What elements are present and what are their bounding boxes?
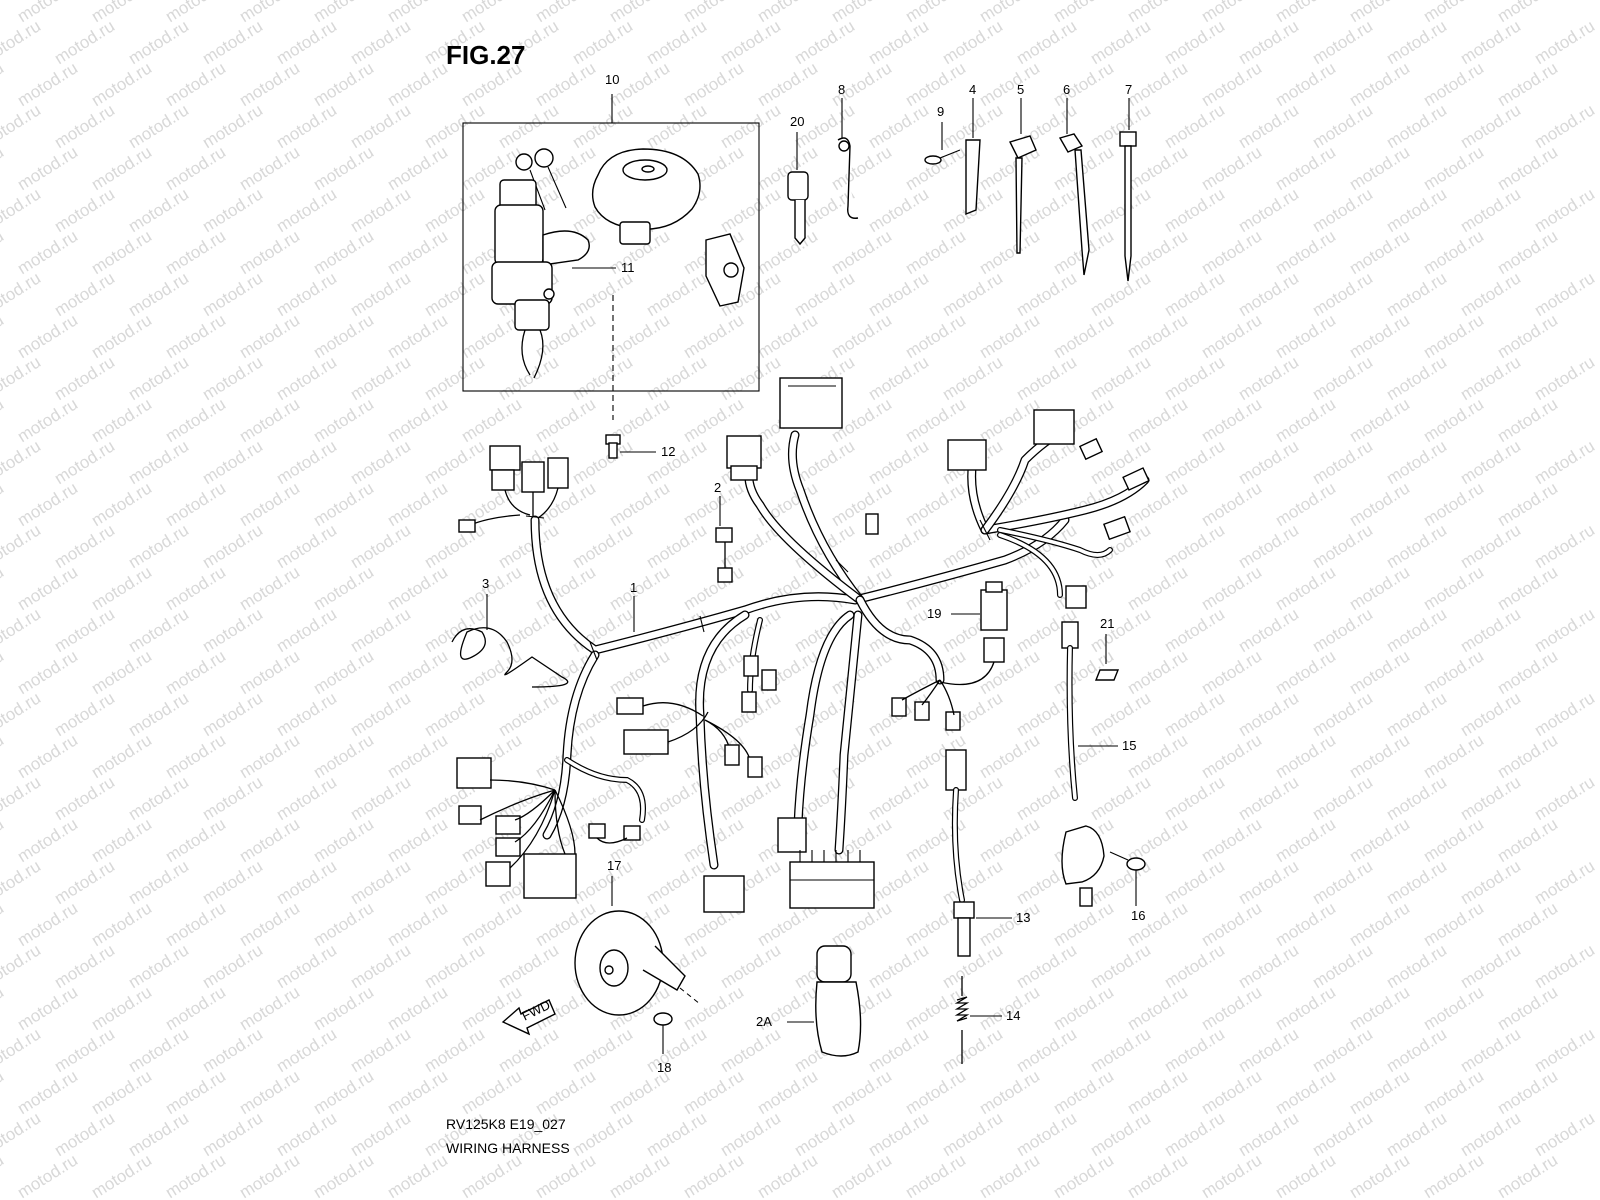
figure-model-code: RV125K8 E19_027 — [446, 1116, 566, 1132]
seat-lock — [705, 233, 745, 307]
callout-8: 8 — [838, 82, 845, 97]
part-3-wire: 3 — [451, 576, 569, 688]
wiring-harness-main: 1 — [525, 425, 1150, 870]
callout-17: 17 — [607, 858, 621, 873]
clamp-6 — [1058, 133, 1090, 276]
clamp-8 — [837, 137, 859, 219]
callout-11: 11 — [621, 260, 635, 275]
ignition-switch — [491, 179, 590, 379]
callout-16: 16 — [1131, 908, 1145, 923]
figure-title: FIG.27 — [446, 40, 526, 70]
part-15-sensor: 15 — [1061, 621, 1136, 907]
callout-10: 10 — [605, 72, 619, 87]
fuel-tank-cap — [591, 148, 701, 245]
harness-connectors — [456, 377, 1150, 913]
callout-2a: 2A — [756, 1014, 772, 1029]
part-2a-cap: 2A — [756, 945, 862, 1057]
callout-20: 20 — [790, 114, 804, 129]
callout-4: 4 — [969, 82, 976, 97]
callout-15: 15 — [1122, 738, 1136, 753]
clamp-4 — [965, 139, 981, 216]
ignition-kit-box: 10 11 — [462, 72, 760, 420]
callout-19: 19 — [927, 606, 941, 621]
callout-6: 6 — [1063, 82, 1070, 97]
screw-9 — [924, 149, 961, 165]
callout-14: 14 — [1006, 1008, 1020, 1023]
callout-1: 1 — [630, 580, 637, 595]
callout-2: 2 — [714, 480, 721, 495]
callout-18: 18 — [657, 1060, 671, 1075]
part-18-bolt: 18 — [653, 1012, 673, 1075]
small-parts-row: 20 8 9 4 5 6 — [787, 82, 1137, 282]
callout-5: 5 — [1017, 82, 1024, 97]
callout-7: 7 — [1125, 82, 1132, 97]
callout-9: 9 — [937, 104, 944, 119]
forward-direction-arrow: FWD — [501, 997, 556, 1036]
clamp-5 — [1009, 135, 1037, 254]
figure-description: WIRING HARNESS — [446, 1140, 570, 1156]
part-17-horn: 17 — [574, 858, 701, 1016]
screw-12: 12 — [605, 434, 675, 459]
part-16-bolt: 16 — [1109, 851, 1146, 923]
key-set — [515, 148, 567, 211]
cable-tie-7 — [1119, 131, 1137, 282]
part-2: 2 — [714, 480, 721, 526]
callout-3: 3 — [482, 576, 489, 591]
callout-21: 21 — [1100, 616, 1114, 631]
harness-bands — [525, 515, 991, 661]
callout-12: 12 — [661, 444, 675, 459]
part-13-switch: 13 — [945, 749, 1030, 957]
part-21-pad: 21 — [1094, 616, 1120, 681]
callout-13: 13 — [1016, 910, 1030, 925]
part-19-relay: 19 — [927, 581, 1008, 631]
blank-key — [787, 171, 809, 246]
part-14-spring: 14 — [954, 976, 1020, 1064]
